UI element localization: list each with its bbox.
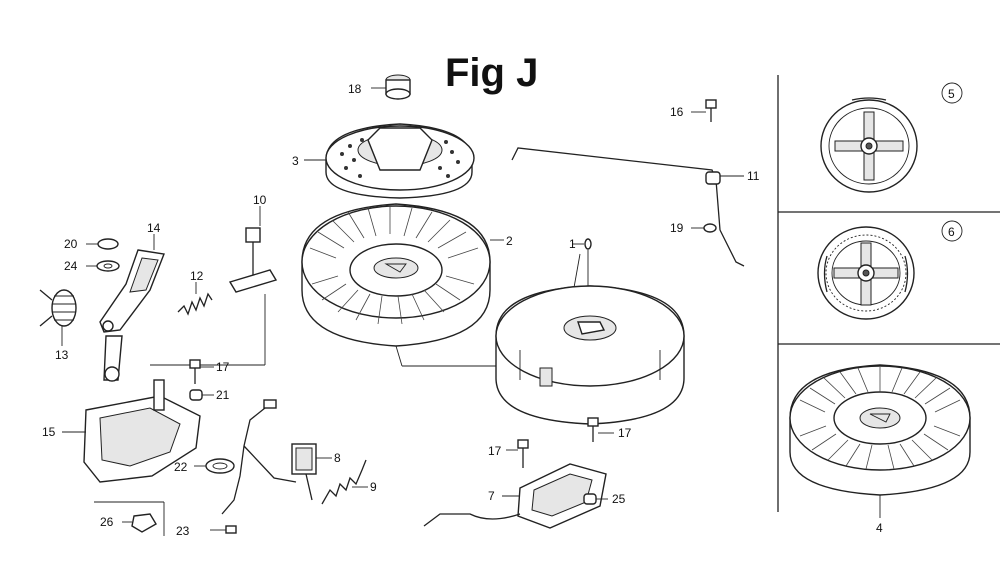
part-25-nut — [583, 493, 608, 505]
part-17-bolt-c — [506, 439, 529, 468]
callout-17-lower-right: 17 — [618, 426, 632, 440]
part-8-switch-harness — [221, 399, 332, 515]
callout-16: 16 — [670, 105, 684, 119]
callout-1: 1 — [569, 237, 576, 251]
part-9-spring — [321, 459, 368, 505]
part-15-base-plate — [62, 379, 201, 483]
part-22-clamp — [194, 458, 235, 474]
callout-4: 4 — [876, 521, 883, 535]
callout-3: 3 — [292, 154, 299, 168]
callout-18: 18 — [348, 82, 362, 96]
figure-title: Fig J — [445, 51, 538, 95]
callout-13: 13 — [55, 348, 69, 362]
part-13-coil-spring — [39, 289, 77, 346]
part-10-arm — [228, 206, 278, 293]
part-11-control-rod — [511, 147, 745, 267]
part-20-nut — [86, 238, 119, 250]
callout-24: 24 — [64, 259, 78, 273]
callout-6: 6 — [948, 225, 955, 239]
part-26-clip — [94, 501, 165, 536]
callout-14: 14 — [147, 221, 161, 235]
callout-23: 23 — [176, 524, 190, 538]
part-6-gear-pulley — [817, 226, 915, 320]
callout-circle-5 — [941, 82, 963, 104]
part-17-bolt-b — [587, 417, 614, 442]
callout-8: 8 — [334, 451, 341, 465]
flywheel — [495, 285, 685, 425]
part-4-fan-variant — [789, 364, 971, 518]
callout-labels: 1 2 3 4 5 6 7 8 9 10 11 12 13 14 15 16 1… — [42, 82, 955, 538]
part-17-bolt-a — [189, 359, 214, 384]
part-16-bolt — [691, 99, 717, 122]
part-18-nut — [371, 74, 411, 100]
shaft — [103, 335, 123, 382]
part-21-collar — [189, 389, 214, 401]
callout-circle-6 — [941, 220, 963, 242]
part-14-lever — [99, 234, 165, 333]
callout-17-lower-left: 17 — [488, 444, 502, 458]
callout-7: 7 — [488, 489, 495, 503]
variant-panels — [777, 75, 1000, 512]
callout-2: 2 — [506, 234, 513, 248]
callout-21: 21 — [216, 388, 230, 402]
part-3-starter-pulley — [304, 123, 475, 199]
callout-22: 22 — [174, 460, 188, 474]
part-2-cooling-fan — [301, 203, 504, 347]
callout-20: 20 — [64, 237, 78, 251]
callout-9: 9 — [370, 480, 377, 494]
callout-17-upper: 17 — [216, 360, 230, 374]
callout-5: 5 — [948, 87, 955, 101]
part-24-washer — [86, 260, 120, 272]
callout-26: 26 — [100, 515, 114, 529]
callout-11: 11 — [747, 169, 760, 183]
callout-19: 19 — [670, 221, 684, 235]
part-12-spring — [177, 282, 213, 316]
part-7-ignition-coil — [423, 463, 607, 529]
part-5-pulley — [820, 97, 918, 193]
part-1-key — [572, 238, 592, 300]
callout-25: 25 — [612, 492, 626, 506]
part-19-washer — [691, 223, 717, 233]
callout-15: 15 — [42, 425, 56, 439]
callout-10: 10 — [253, 193, 267, 207]
part-23-screw — [210, 525, 237, 534]
callout-12: 12 — [190, 269, 204, 283]
